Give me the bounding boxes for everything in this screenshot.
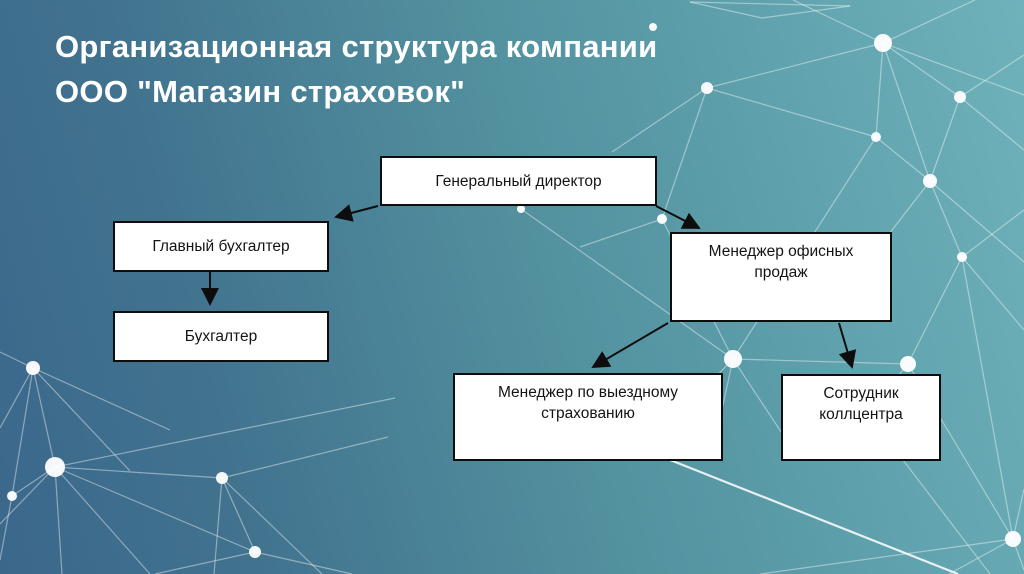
org-node-label: Менеджер офисных продаж (708, 243, 854, 281)
org-node-accountant: Бухгалтер (113, 311, 329, 362)
org-node-label: Главный бухгалтер (152, 238, 290, 255)
connector-office-sales-to-field-insurance (591, 322, 669, 369)
connector-director-to-office-sales (655, 205, 701, 229)
org-node-office-sales-manager: Менеджер офисных продаж (670, 232, 892, 322)
org-node-chief-accountant: Главный бухгалтер (113, 221, 329, 272)
slide-title: Организационная структура компании ООО "… (55, 24, 658, 114)
slide-title-line2: ООО "Магазин страховок" (55, 74, 466, 109)
connector-office-sales-to-callcenter (838, 322, 857, 369)
slide-title-line1: Организационная структура компании (55, 29, 658, 64)
org-node-label: Сотрудник коллцентра (819, 385, 903, 423)
org-node-callcenter-employee: Сотрудник коллцентра (781, 374, 941, 461)
org-node-label: Менеджер по выездному страхованию (497, 384, 679, 422)
org-node-label: Генеральный директор (435, 172, 602, 190)
org-node-label: Бухгалтер (184, 328, 258, 345)
connector-director-to-chief-accountant (334, 204, 379, 222)
org-node-field-insurance-manager: Менеджер по выездному страхованию (453, 373, 723, 461)
org-node-general-director: Генеральный директор (380, 156, 657, 206)
